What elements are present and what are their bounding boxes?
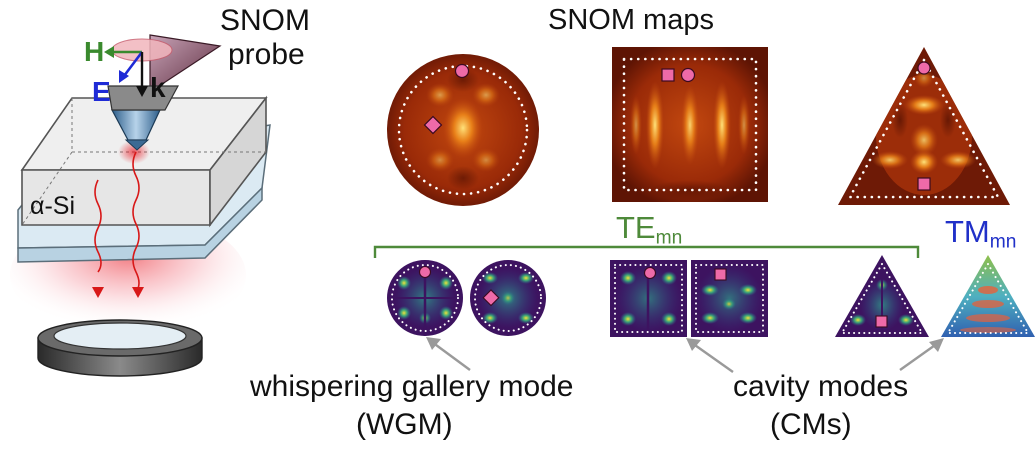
cm-label-line1: cavity modes bbox=[733, 370, 909, 403]
circle-marker-icon bbox=[917, 61, 931, 75]
snom-map-circle bbox=[387, 54, 539, 206]
circle-marker-icon bbox=[418, 265, 432, 279]
pointer-arrows bbox=[431, 341, 939, 373]
light-arrowhead-right bbox=[132, 287, 144, 298]
pointer-arrowheads bbox=[426, 337, 944, 352]
diamond-marker-icon bbox=[482, 289, 500, 307]
mode-square-2 bbox=[691, 260, 768, 337]
snom-probe-label-line1: SNOM bbox=[220, 4, 310, 37]
square-marker-icon bbox=[714, 268, 727, 281]
te-bracket bbox=[373, 245, 920, 258]
cm-label-line2: (CMs) bbox=[770, 408, 852, 441]
mode-triangle-tm bbox=[941, 255, 1035, 337]
light-arrowhead-left bbox=[92, 287, 104, 298]
field-vectors bbox=[104, 46, 148, 97]
setup-illustration bbox=[10, 34, 271, 377]
e-arrow bbox=[122, 51, 144, 77]
snom-probe-label-line2: probe bbox=[228, 38, 305, 71]
tm-label-main: TM bbox=[945, 214, 990, 249]
te-label-subscript: mn bbox=[655, 227, 683, 249]
wgm-label-line2: (WGM) bbox=[356, 408, 453, 441]
h-field-label: H bbox=[84, 36, 105, 67]
circle-marker-icon bbox=[680, 67, 696, 83]
snom-map-square bbox=[612, 47, 768, 202]
mode-circle-2 bbox=[470, 260, 546, 336]
k-vector-label: k bbox=[150, 72, 166, 103]
wgm-label-line1: whispering gallery mode bbox=[250, 370, 574, 403]
slab-hidden-edges bbox=[21, 98, 266, 226]
te-label-main: TE bbox=[616, 210, 656, 245]
square-marker-icon bbox=[875, 315, 888, 328]
te-label: TEmn bbox=[616, 212, 682, 248]
tm-label-subscript: mn bbox=[989, 231, 1017, 253]
cm-pointer-arrow-left bbox=[691, 342, 734, 373]
snom-map-triangle bbox=[838, 47, 1010, 205]
square-marker-icon bbox=[917, 177, 931, 191]
detector bbox=[37, 319, 203, 377]
substrate-edge bbox=[17, 186, 263, 263]
circle-marker-icon bbox=[643, 266, 657, 280]
circle-marker-icon bbox=[454, 63, 470, 79]
square-marker-icon bbox=[661, 68, 675, 82]
mode-triangle-te bbox=[835, 255, 929, 337]
e-field-label: E bbox=[92, 76, 111, 107]
tm-label: TMmn bbox=[945, 216, 1016, 252]
diamond-marker-icon bbox=[423, 115, 443, 135]
wgm-pointer-arrow bbox=[431, 341, 471, 371]
mode-circle-1 bbox=[387, 260, 463, 336]
snom-probe bbox=[107, 34, 222, 151]
cm-pointer-arrow-right bbox=[899, 342, 939, 371]
light-path-right bbox=[132, 151, 140, 293]
snom-maps-title: SNOM maps bbox=[548, 4, 714, 36]
light-path-left bbox=[94, 179, 102, 273]
material-label: α-Si bbox=[30, 192, 76, 220]
mode-square-1 bbox=[610, 260, 687, 337]
